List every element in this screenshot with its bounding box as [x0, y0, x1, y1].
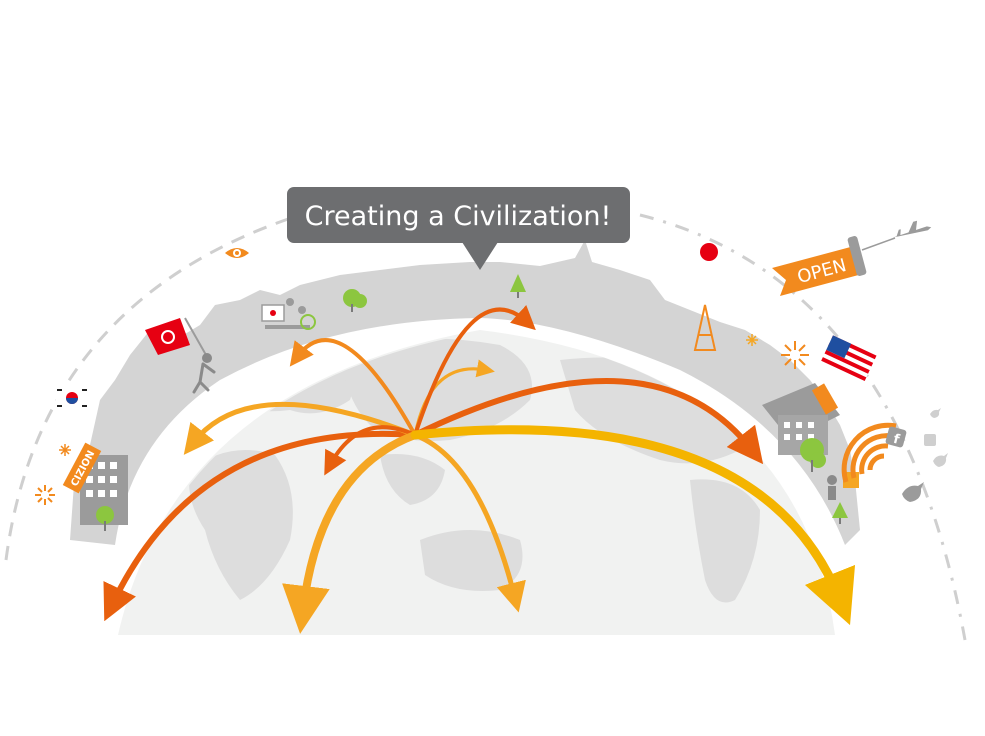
turkey-flag-icon — [145, 317, 211, 363]
open-banner: OPEN — [772, 236, 896, 296]
arrow-north-high — [413, 305, 536, 437]
korea-flag-icon — [56, 387, 88, 409]
twitter-bird-icon — [902, 482, 924, 502]
tree-icon — [96, 506, 114, 531]
arrow-south-west — [282, 431, 419, 634]
route-arrows — [103, 305, 856, 634]
dashed-orbit — [4, 213, 301, 561]
facebook-icon: f — [885, 426, 907, 448]
firework-icon — [35, 485, 55, 505]
twitter-bird-icon — [933, 453, 948, 467]
facebook-icon — [924, 434, 936, 446]
firework-icon — [59, 444, 71, 456]
eye-icon — [225, 248, 249, 258]
continent-south-america — [690, 479, 760, 603]
callout-text: Creating a Civilization! — [305, 201, 612, 232]
continent-southeast-asia — [380, 454, 445, 505]
callout-tail — [462, 242, 498, 270]
twitter-bird-icon — [930, 408, 941, 418]
arrow-west — [183, 402, 418, 455]
continent-africa — [189, 450, 293, 600]
firework-icon — [781, 341, 809, 369]
wifi-signal-icon — [841, 422, 897, 483]
office-building — [762, 383, 840, 455]
arrow-south — [412, 432, 526, 613]
arrow-east — [412, 378, 764, 465]
arrow-near-west — [324, 425, 417, 476]
callout-box — [287, 187, 630, 243]
tree-icon — [800, 438, 826, 472]
firework-icon — [746, 334, 758, 346]
tree-icon — [343, 289, 367, 312]
arrow-far-east — [410, 425, 856, 626]
climber-figure — [192, 353, 216, 394]
airplane-icon — [892, 220, 932, 238]
callout: Creating a Civilization! — [287, 187, 630, 270]
usa-flag-icon — [819, 335, 877, 385]
svg-text:f: f — [892, 432, 902, 448]
tree-icon — [832, 502, 848, 524]
tokyo-tower — [693, 304, 717, 351]
office-people — [261, 298, 316, 330]
arrow-northwest — [289, 338, 417, 437]
tree-icon — [510, 274, 526, 298]
japan-sun-icon — [700, 243, 718, 261]
